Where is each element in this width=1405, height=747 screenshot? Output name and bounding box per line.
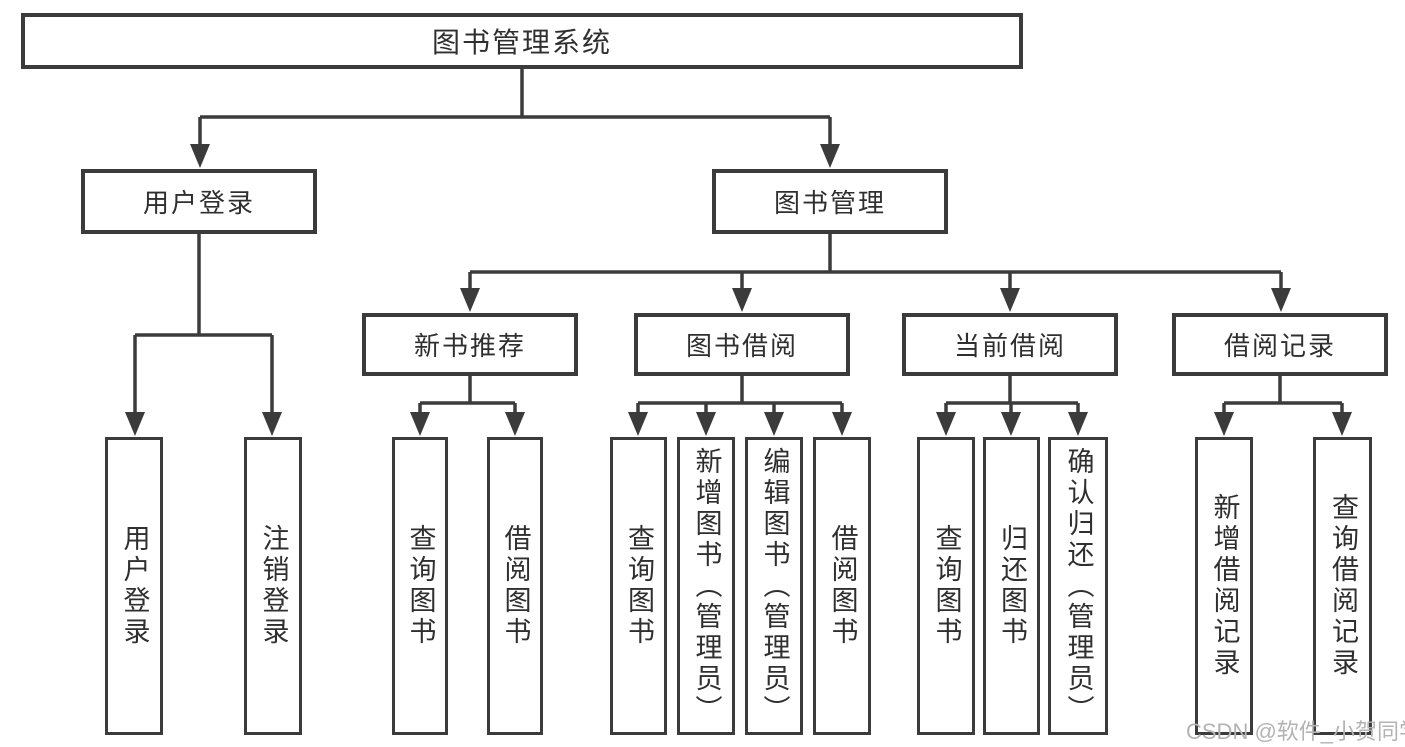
- leaf-user-login: 用户登录: [105, 437, 163, 735]
- node-library-management-system: 图书管理系统: [21, 13, 1023, 69]
- node-label: 查询借阅记录: [1328, 493, 1358, 679]
- node-label: 图书管理: [773, 188, 886, 218]
- node-label: 查询图书: [624, 524, 654, 648]
- node-current-borrowing: 当前借阅: [902, 313, 1118, 376]
- node-label: 新增图书（管理员）: [691, 446, 722, 726]
- node-label: 当前借阅: [953, 331, 1066, 361]
- leaf-borrow-books-2: 借阅图书: [813, 437, 871, 735]
- node-label: 用户登录: [142, 188, 255, 218]
- node-label: 借阅记录: [1223, 331, 1336, 361]
- node-label: 编辑图书（管理员）: [759, 446, 790, 726]
- leaf-confirm-return-admin: 确认归还（管理员）: [1048, 437, 1108, 735]
- leaf-query-books-2: 查询图书: [610, 437, 667, 735]
- node-label: 借阅图书: [500, 524, 531, 648]
- leaf-query-books-1: 查询图书: [392, 437, 448, 735]
- node-label: 查询图书: [405, 524, 436, 648]
- node-label: 归还图书: [997, 524, 1027, 648]
- node-label: 查询图书: [931, 524, 962, 648]
- node-new-book-recommendation: 新书推荐: [362, 313, 578, 376]
- leaf-query-borrow-record: 查询借阅记录: [1313, 437, 1372, 735]
- node-borrowing-records: 借阅记录: [1172, 313, 1388, 376]
- node-label: 借阅图书: [827, 524, 858, 648]
- node-label: 图书管理系统: [431, 27, 612, 58]
- leaf-add-borrow-record: 新增借阅记录: [1195, 437, 1253, 735]
- leaf-query-books-3: 查询图书: [917, 437, 975, 735]
- node-label: 图书借阅: [685, 331, 798, 361]
- node-label: 新书推荐: [413, 331, 526, 361]
- node-book-management: 图书管理: [712, 169, 948, 234]
- leaf-add-books-admin: 新增图书（管理员）: [677, 437, 735, 735]
- leaf-edit-books-admin: 编辑图书（管理员）: [745, 437, 803, 735]
- node-label: 用户登录: [119, 524, 150, 648]
- leaf-return-books: 归还图书: [983, 437, 1040, 735]
- leaf-borrow-books-1: 借阅图书: [487, 437, 543, 735]
- node-label: 确认归还（管理员）: [1063, 446, 1094, 726]
- node-label: 注销登录: [258, 524, 289, 648]
- node-book-borrowing: 图书借阅: [634, 313, 850, 376]
- csdn-watermark: CSDN @软件_小贺同学: [1186, 719, 1405, 744]
- node-label: 新增借阅记录: [1209, 493, 1240, 679]
- node-user-login: 用户登录: [81, 169, 317, 234]
- leaf-logout: 注销登录: [244, 437, 302, 735]
